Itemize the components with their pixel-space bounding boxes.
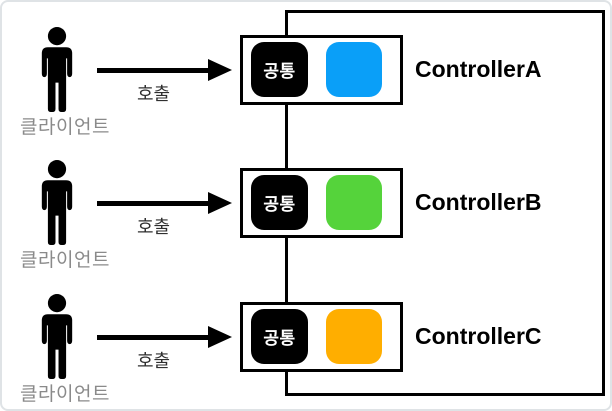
controller-box: 공통 — [240, 168, 403, 238]
call-arrow-head-icon — [208, 59, 232, 81]
common-badge: 공통 — [251, 309, 308, 364]
client-label: 클라이언트 — [20, 117, 110, 138]
call-label: 호출 — [136, 217, 171, 237]
controller-color-square — [326, 42, 382, 97]
controller-box: 공통 — [240, 35, 403, 105]
controller-label: ControllerA — [415, 56, 542, 82]
controller-box: 공통 — [240, 302, 403, 372]
controller-color-square — [326, 175, 382, 230]
client-label: 클라이언트 — [20, 250, 110, 271]
call-arrow-head-icon — [208, 326, 232, 348]
call-arrow-icon — [97, 335, 210, 340]
person-icon — [38, 160, 76, 245]
call-label: 호출 — [136, 351, 171, 371]
call-arrow-icon — [97, 201, 210, 206]
person-icon — [38, 27, 76, 112]
controller-color-square — [326, 309, 382, 364]
diagram-row-controller-b: 클라이언트 호출 공통 ControllerB — [2, 133, 610, 273]
client-label: 클라이언트 — [20, 384, 110, 405]
diagram-row-controller-c: 클라이언트 호출 공통 ControllerC — [2, 267, 610, 407]
common-badge: 공통 — [251, 175, 308, 230]
call-arrow-head-icon — [208, 192, 232, 214]
controller-label: ControllerC — [415, 323, 542, 349]
controller-label: ControllerB — [415, 189, 542, 215]
diagram-row-controller-a: 클라이언트 호출 공통 ControllerA — [2, 2, 610, 140]
common-badge: 공통 — [251, 42, 308, 97]
person-icon — [38, 294, 76, 379]
call-label: 호출 — [136, 84, 171, 104]
call-arrow-icon — [97, 68, 210, 73]
